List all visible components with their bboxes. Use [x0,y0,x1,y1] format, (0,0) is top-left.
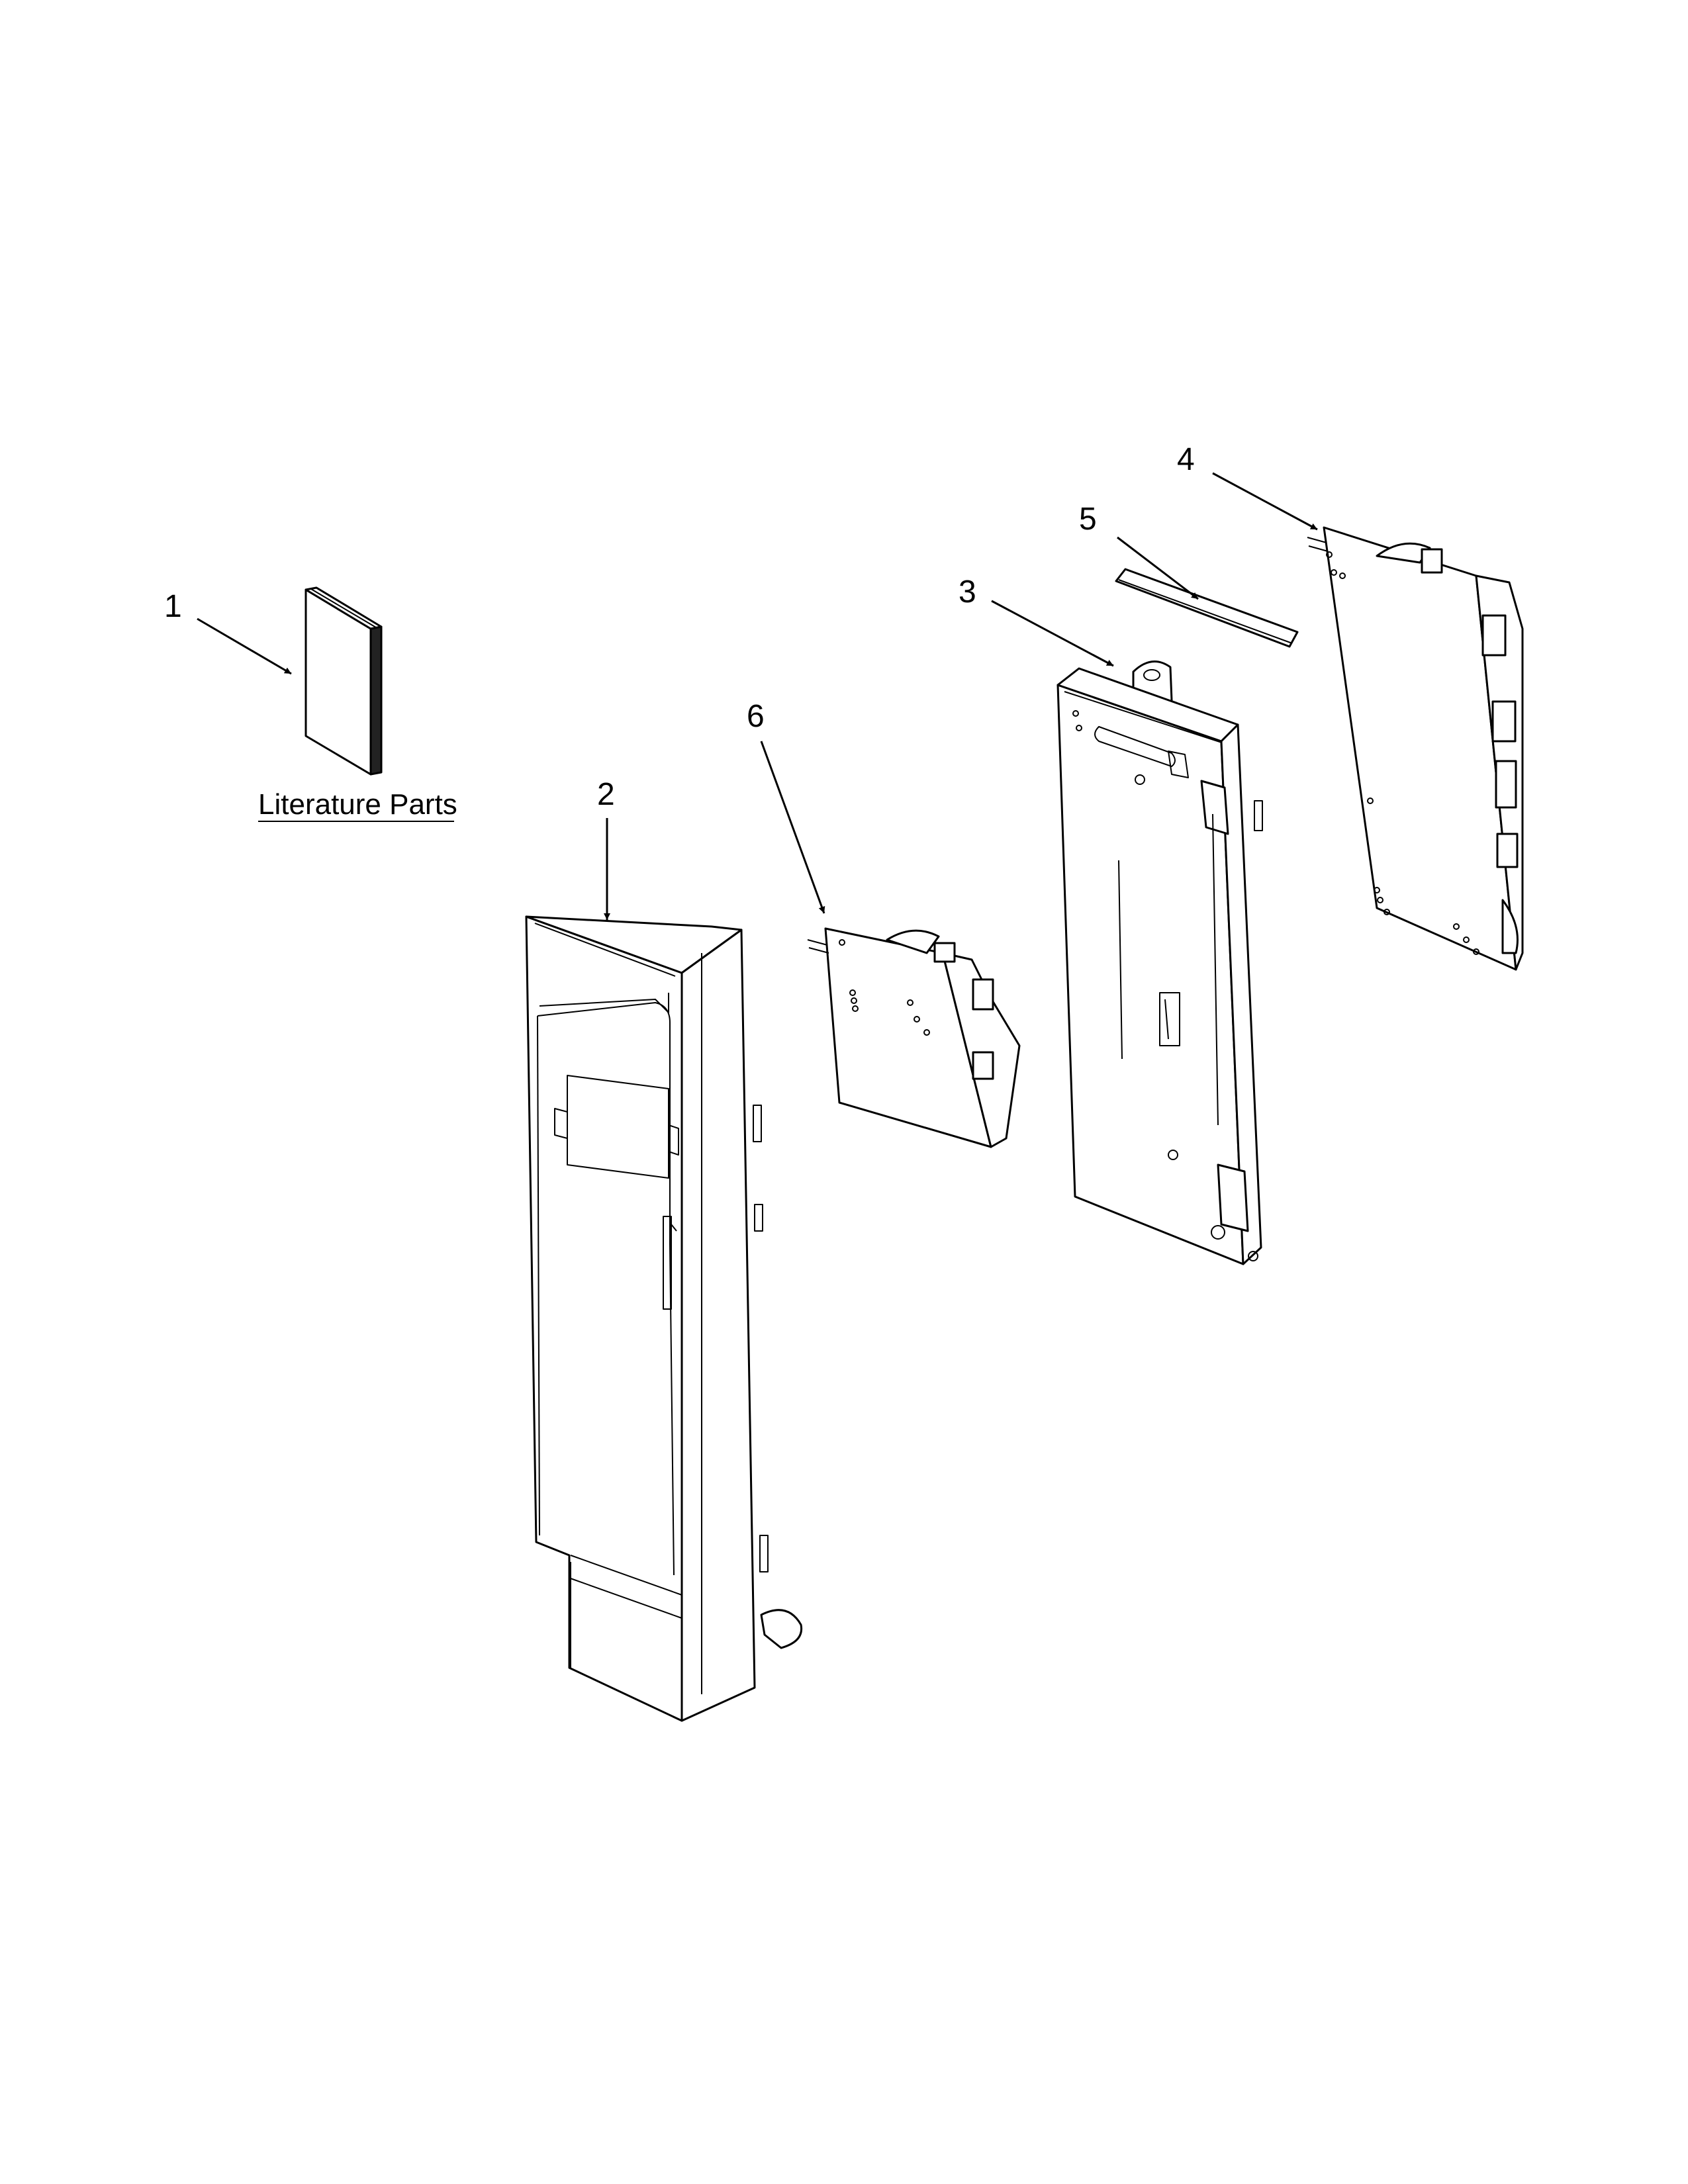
leader-arrow-4 [1212,472,1318,531]
part-1-literature-booklet[interactable] [305,586,383,776]
callout-1: 1 [164,589,182,624]
literature-parts-label: Literature Parts [258,788,457,821]
part-4-large-circuit-board[interactable] [1307,526,1524,971]
callout-6: 6 [747,699,765,734]
leader-arrow-3 [991,600,1114,667]
leader-arrow-1 [197,617,292,675]
leader-arrow-5 [1117,536,1199,600]
leader-arrow-6 [760,741,825,914]
callout-2: 2 [597,777,615,812]
callout-4: 4 [1177,442,1195,477]
part-3-panel-bracket[interactable] [1056,660,1263,1265]
callout-3: 3 [959,574,976,610]
part-6-small-circuit-board[interactable] [807,927,1021,1148]
part-2-control-panel-frame[interactable] [525,915,803,1722]
callout-5: 5 [1079,502,1097,537]
part-5-strip[interactable] [1115,568,1299,648]
